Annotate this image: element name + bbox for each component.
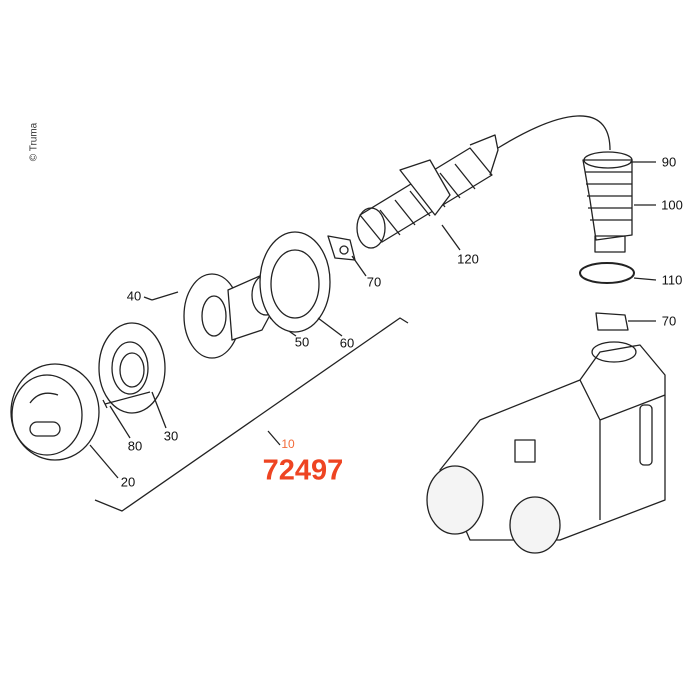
callout-50: 50 [294, 334, 310, 350]
part-number: 72497 [262, 454, 344, 487]
heater-unit [426, 341, 666, 554]
leader-120 [441, 224, 461, 251]
kit-bracket-line [94, 317, 409, 512]
leader-40 [143, 296, 153, 301]
screw-80 [102, 391, 151, 409]
kit-leader-line [267, 430, 281, 446]
leader-110 [633, 277, 657, 281]
screw-40 [151, 291, 179, 301]
leader-80 [109, 405, 131, 439]
hose-clamp [579, 262, 635, 284]
wall-flange [98, 322, 166, 414]
leader-60 [317, 317, 343, 337]
callout-90: 90 [661, 154, 677, 170]
hose-clip-right [595, 312, 629, 331]
callout-70-mid: 70 [366, 274, 382, 290]
callout-30: 30 [163, 428, 179, 444]
hose-clip [327, 235, 356, 261]
duct-line [497, 115, 611, 151]
cover-cap [10, 363, 100, 461]
seal-ring [259, 231, 331, 333]
callout-40: 40 [126, 288, 142, 304]
copyright-notice: © Truma [28, 122, 40, 162]
callout-120: 120 [457, 251, 479, 267]
callout-10-kit: 10 [281, 437, 295, 451]
callout-100: 100 [661, 197, 683, 213]
flexible-duct-connector [356, 134, 499, 249]
callout-80: 80 [127, 438, 143, 454]
callout-70-right: 70 [661, 313, 677, 329]
callout-20: 20 [120, 474, 136, 490]
leader-30 [151, 391, 167, 429]
flex-hose [582, 151, 633, 253]
callout-60: 60 [339, 335, 355, 351]
leader-70-mid [351, 255, 367, 277]
callout-110: 110 [661, 272, 683, 288]
leader-20 [89, 444, 119, 479]
